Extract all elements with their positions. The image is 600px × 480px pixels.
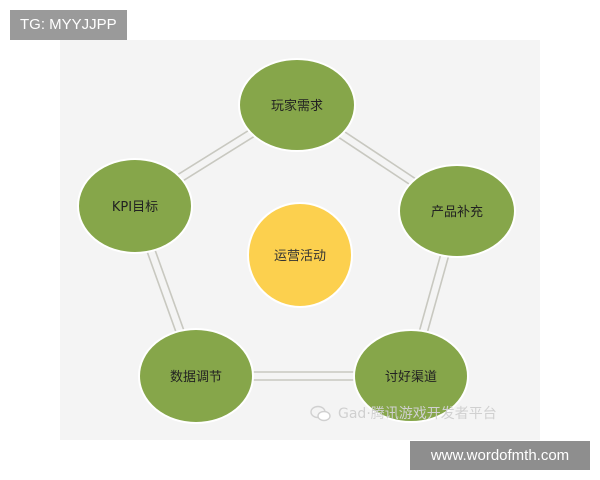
- node-label: KPI目标: [112, 200, 158, 215]
- brand-watermark-text: Gad·腾讯游戏开发者平台: [338, 406, 497, 422]
- node-kpi-target: KPI目标: [77, 158, 193, 254]
- node-circle: [353, 329, 469, 423]
- node-label: 讨好渠道: [385, 370, 437, 385]
- brand-watermark: Gad·腾讯游戏开发者平台: [310, 403, 497, 425]
- node-circle: [138, 328, 254, 424]
- watermark-bottom: www.wordofmth.com: [410, 441, 590, 470]
- node-label: 产品补充: [431, 204, 483, 220]
- node-please-channels: 讨好渠道: [353, 329, 469, 423]
- node-circle: [398, 164, 516, 258]
- node-data-adjust: 数据调节: [138, 328, 254, 424]
- node-label: 玩家需求: [271, 98, 323, 114]
- center-node: 运营活动: [247, 202, 353, 308]
- watermark-top: TG: MYYJJPP: [10, 10, 127, 40]
- node-circle: [238, 58, 356, 152]
- node-circle: [77, 158, 193, 254]
- node-player-needs: 玩家需求: [238, 58, 356, 152]
- center-node-label: 运营活动: [274, 249, 326, 264]
- chat-bubbles-icon: [310, 405, 331, 422]
- node-product-supplement: 产品补充: [398, 164, 516, 258]
- node-label: 数据调节: [170, 370, 222, 385]
